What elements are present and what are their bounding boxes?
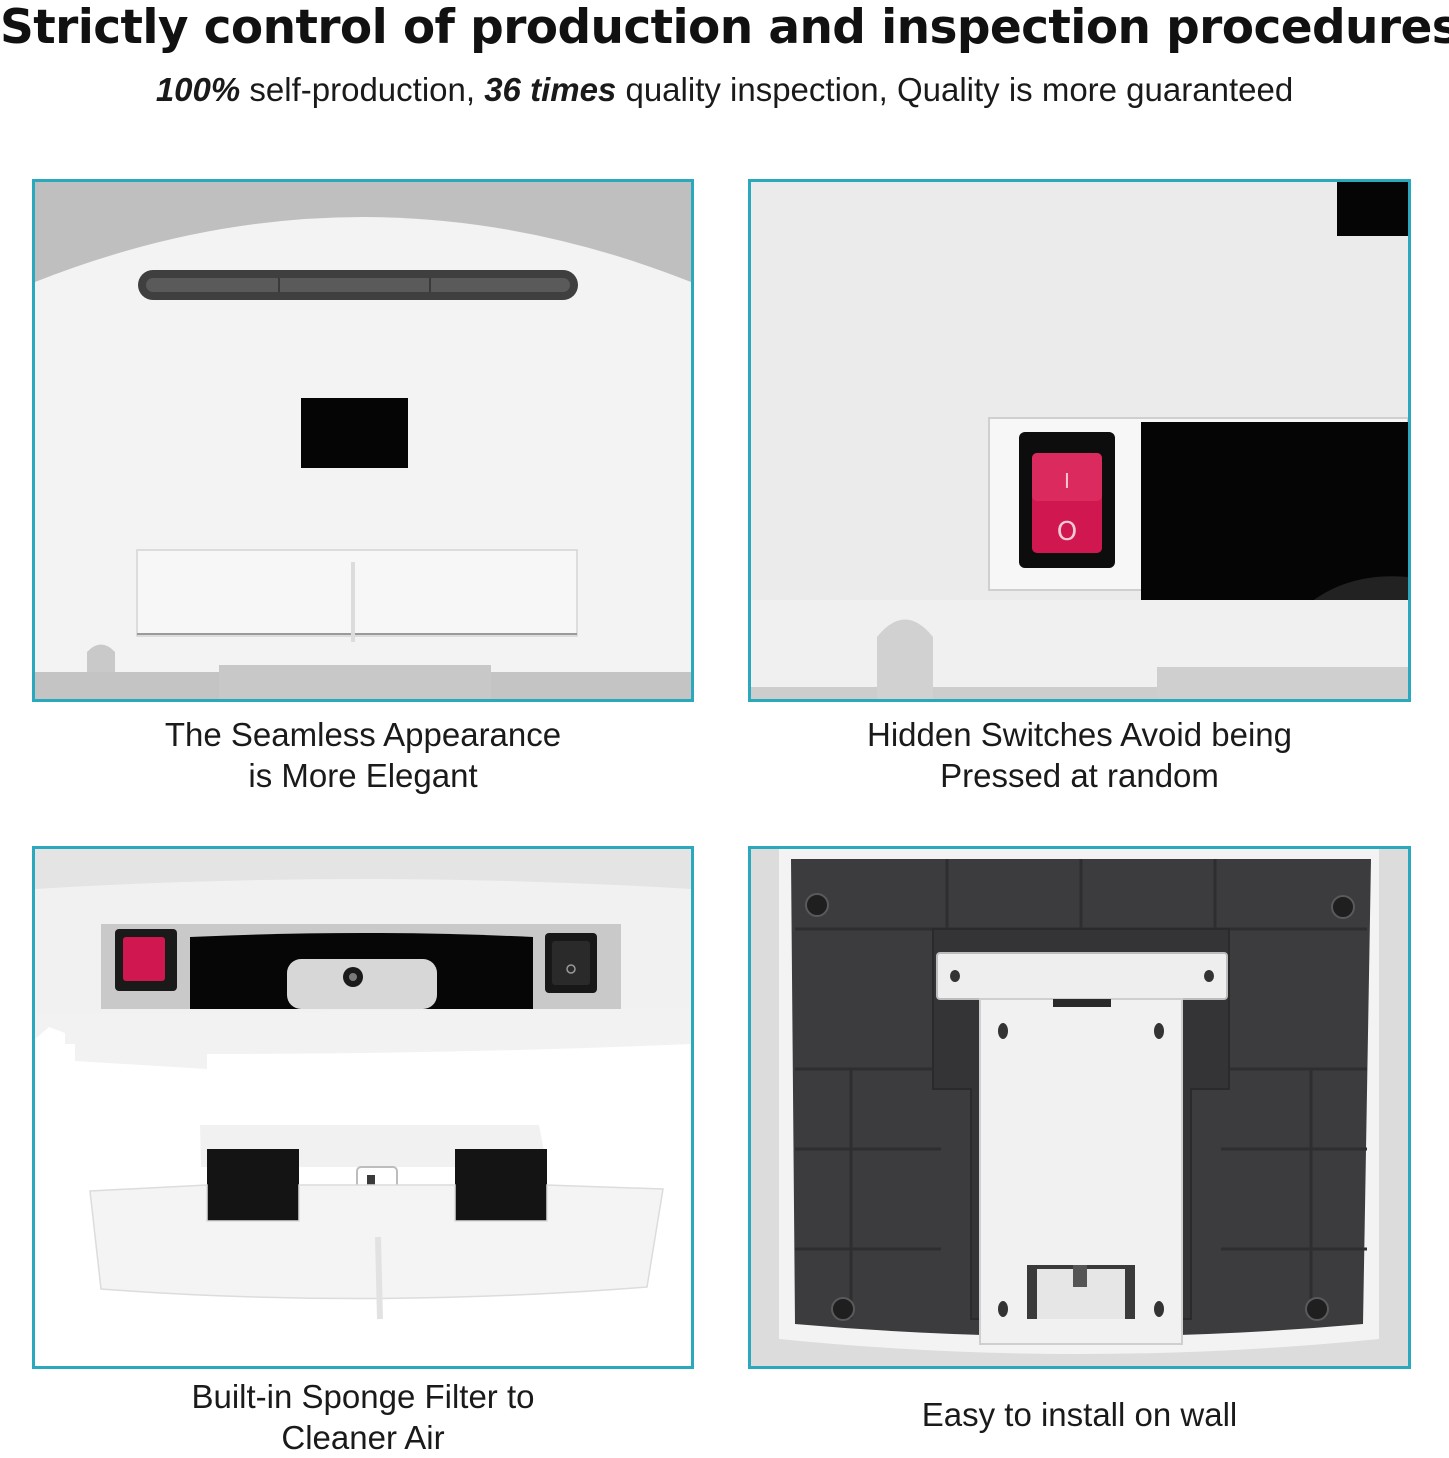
caption-line: Easy to install on wall (921, 1396, 1238, 1433)
wall-mount-photo (748, 846, 1411, 1369)
subtitle-highlight-times: 36 times (484, 71, 617, 108)
switch-off-glyph: O (1057, 517, 1077, 547)
page-title: Strictly control of production and inspe… (0, 0, 1449, 55)
caption-line: Built-in Sponge Filter to (191, 1378, 535, 1415)
sponge-filter-photo (32, 846, 694, 1369)
caption-line: Hidden Switches Avoid being (866, 716, 1292, 753)
caption-line: Cleaner Air (281, 1419, 445, 1456)
caption-seamless-appearance: The Seamless Appearance is More Elegant (32, 714, 694, 796)
page-subtitle: 100% self-production, 36 times quality i… (0, 68, 1449, 112)
black-rocker-switch (552, 941, 590, 985)
sponge-filter-right (455, 1149, 547, 1221)
caption-line: is More Elegant (248, 757, 478, 794)
wall-mount-illustration (751, 849, 1408, 1366)
subtitle-text-1: self-production, (240, 71, 485, 108)
sponge-filter-left (207, 1149, 299, 1221)
sponge-filter-illustration (35, 849, 691, 1366)
subtitle-highlight-percent: 100% (155, 71, 241, 108)
display-window (301, 398, 408, 468)
recess-opening (1141, 422, 1408, 600)
red-rocker-switch (123, 937, 165, 981)
mounting-crossbar (936, 952, 1228, 1000)
caption-line: The Seamless Appearance (164, 716, 562, 753)
seamless-appearance-photo (32, 179, 694, 702)
caption-hidden-switch: Hidden Switches Avoid being Pressed at r… (748, 714, 1411, 796)
hidden-switch-photo: I O (748, 179, 1411, 702)
caption-wall-mount: Easy to install on wall (748, 1394, 1411, 1435)
hidden-switch-illustration: I O (751, 182, 1408, 699)
caption-sponge-filter: Built-in Sponge Filter to Cleaner Air (32, 1376, 694, 1458)
subtitle-text-2: quality inspection, Quality is more guar… (616, 71, 1294, 108)
seamless-housing-illustration (35, 182, 691, 699)
caption-line: Pressed at random (940, 757, 1219, 794)
filter-cover (136, 549, 578, 637)
switch-on-glyph: I (1064, 469, 1070, 493)
